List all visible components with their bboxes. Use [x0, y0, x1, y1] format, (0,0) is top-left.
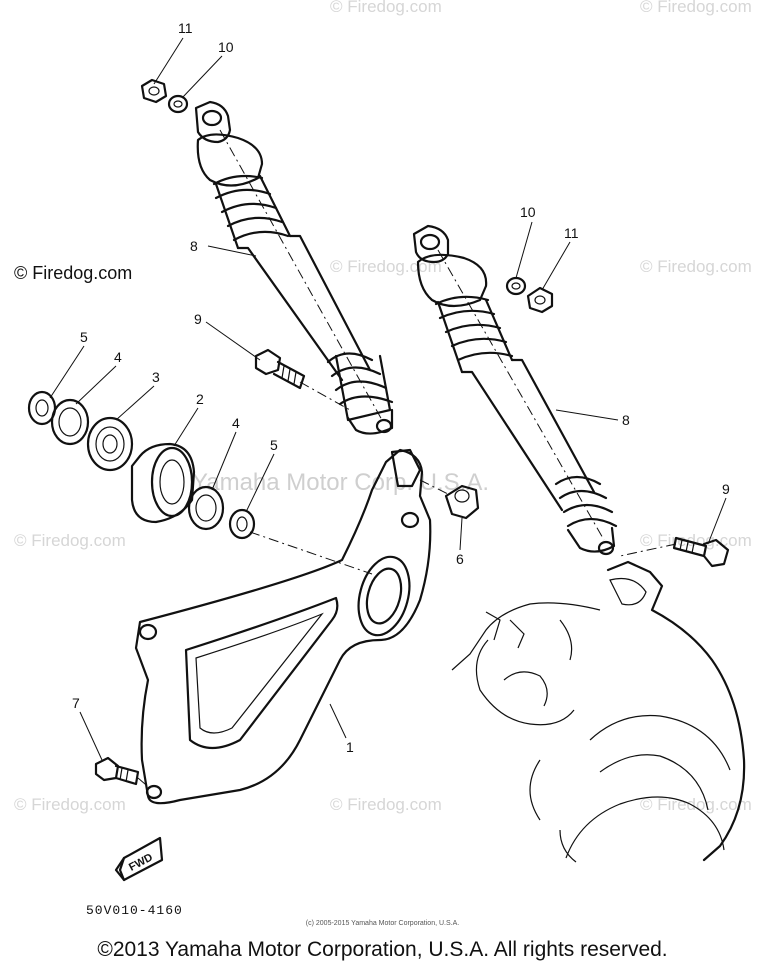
- watermark: © Firedog.com: [14, 531, 126, 550]
- callout-4-right: 4: [232, 415, 240, 431]
- bolts: [94, 348, 730, 786]
- callout-4-left: 4: [114, 349, 122, 365]
- bearing-3: [86, 416, 134, 472]
- engine-case: [451, 560, 746, 863]
- seal-4-right: [187, 485, 225, 531]
- callout-10-right: 10: [520, 204, 536, 220]
- callout-6: 6: [456, 551, 464, 567]
- callout-5-right: 5: [270, 437, 278, 453]
- watermark: © Firedog.com: [640, 531, 752, 550]
- seal-5-right: [228, 508, 256, 540]
- seal-4-left: [50, 398, 90, 446]
- right-shock-absorber: [412, 224, 618, 556]
- bearing-stack: [27, 390, 480, 540]
- nut-11-left: [140, 78, 168, 104]
- nuts-and-washers: [140, 78, 554, 314]
- nut-11-right: [526, 286, 554, 314]
- watermark: © Firedog.com: [330, 257, 442, 276]
- watermark: © Firedog.com: [14, 795, 126, 814]
- leader-lines: [49, 37, 727, 761]
- callout-9-right: 9: [722, 481, 730, 497]
- bolt-7: [94, 756, 140, 786]
- callout-1: 1: [346, 739, 354, 755]
- bearing-2: [130, 442, 196, 524]
- assembly-lines: [137, 129, 677, 791]
- watermark: © Firedog.com: [330, 795, 442, 814]
- left-shock-absorber: [194, 100, 394, 435]
- watermark: © Firedog.com: [330, 0, 442, 16]
- callout-8-left: 8: [190, 238, 198, 254]
- washer-10-right: [505, 276, 527, 296]
- callout-labels: 11 10 8 10 11 9 5 4 3 2 4 5 8 6 9 7 1: [72, 20, 730, 755]
- washer-10-left: [167, 94, 189, 114]
- bolt-9-left: [254, 348, 306, 390]
- callout-5-left: 5: [80, 329, 88, 345]
- callout-3: 3: [152, 369, 160, 385]
- watermark-layer: © Firedog.com © Firedog.com © Firedog.co…: [14, 0, 752, 814]
- rear-arm: [134, 448, 432, 805]
- callout-10-left: 10: [218, 39, 234, 55]
- callout-2: 2: [196, 391, 204, 407]
- callout-11-right: 11: [564, 225, 579, 241]
- watermark: © Firedog.com: [640, 795, 752, 814]
- collar-6: [444, 484, 480, 520]
- fwd-arrow: FWD: [114, 836, 164, 882]
- part-code: 50V010-4160: [86, 903, 183, 918]
- callout-11-left: 11: [178, 20, 193, 36]
- callout-7: 7: [72, 695, 80, 711]
- footer-copyright: ©2013 Yamaha Motor Corporation, U.S.A. A…: [97, 938, 668, 961]
- watermark: © Firedog.com: [640, 0, 752, 16]
- callout-9-left: 9: [194, 311, 202, 327]
- small-copyright: (c) 2005-2015 Yamaha Motor Corporation, …: [305, 920, 460, 927]
- callout-8-right: 8: [622, 412, 630, 428]
- watermark-dark: © Firedog.com: [14, 263, 132, 283]
- center-watermark: Yamaha Motor Corp. U.S.A.: [192, 469, 489, 496]
- watermark: © Firedog.com: [640, 257, 752, 276]
